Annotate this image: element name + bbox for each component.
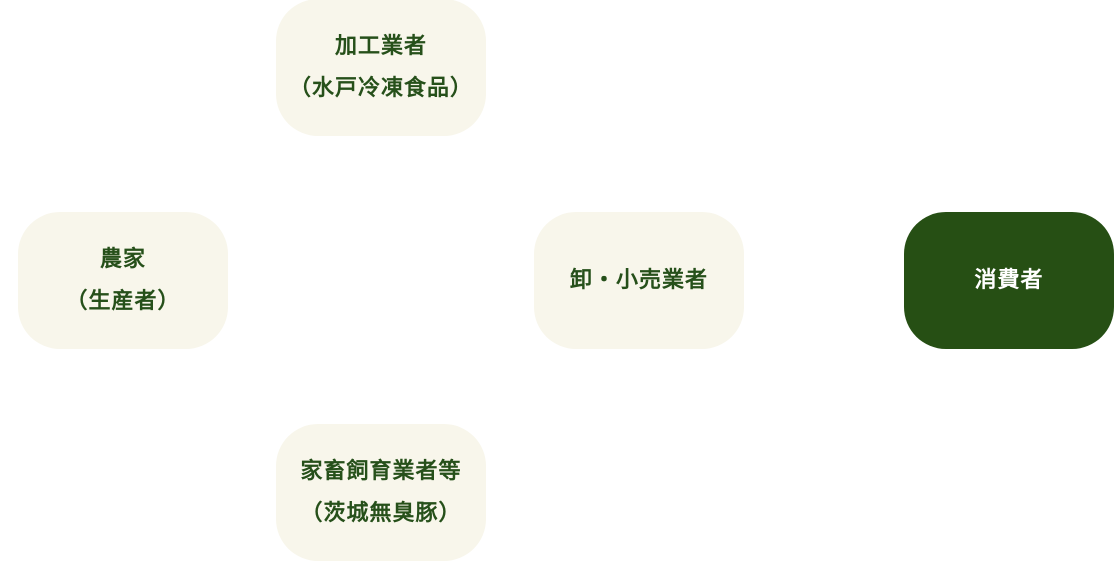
livestock-brand: （茨城無臭豚） <box>300 500 462 526</box>
wholesale-retail-label: 卸・小売業者 <box>569 267 708 293</box>
livestock-node: 家畜飼育業者等 （茨城無臭豚） <box>276 424 486 561</box>
farmer-label: 農家 <box>99 246 146 272</box>
consumer-label: 消費者 <box>974 267 1044 293</box>
consumer-node: 消費者 <box>904 212 1114 349</box>
livestock-label: 家畜飼育業者等 <box>300 458 462 484</box>
farmer-node: 農家 （生産者） <box>18 212 228 349</box>
processor-node: 加工業者 （水戸冷凍食品） <box>276 0 486 136</box>
processor-label: 加工業者 <box>334 33 427 59</box>
wholesale-retail-node: 卸・小売業者 <box>534 212 744 349</box>
processor-company: （水戸冷凍食品） <box>288 75 473 101</box>
farmer-sublabel: （生産者） <box>65 288 181 314</box>
